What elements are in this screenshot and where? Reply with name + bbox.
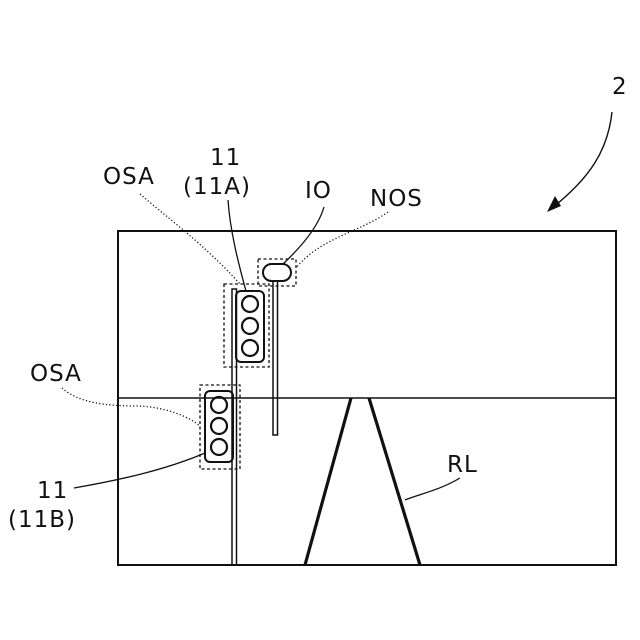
label-11b-sub: (11B) [8,507,76,533]
traffic-light-11b-lamp-bottom [211,439,227,455]
figure-pointer-line [552,112,612,208]
label-11b-number: 11 [37,478,68,504]
io-pole [273,281,278,435]
traffic-light-11a-lamp-bottom [242,340,258,356]
leader-rl [405,478,460,500]
traffic-light-11a-lamp-top [242,296,258,312]
leader-osa-upper [140,194,240,284]
traffic-light-11b-lamp-top [211,397,227,413]
traffic-light-11a-lamp-middle [242,318,258,334]
label-osa-lower: OSA [30,361,82,387]
label-osa-upper: OSA [103,164,155,190]
traffic-light-11b-housing [205,391,233,462]
label-rl: RL [447,452,478,478]
leader-io [283,207,324,264]
figure-number: 2 [612,74,628,100]
label-io: IO [305,178,332,204]
road-lane-left [305,398,351,565]
io-lamp [263,264,291,281]
traffic-light-11b-lamp-middle [211,418,227,434]
label-11a-number: 11 [210,145,241,171]
label-11a-sub: (11A) [183,174,251,200]
leader-nos [296,212,388,268]
road-lane-right [369,398,420,565]
leader-osa-lower [62,388,200,426]
leader-11a [228,200,246,291]
label-nos: NOS [370,186,423,212]
traffic-light-11a-housing [236,291,264,362]
figure-pointer-arrowhead [547,196,561,212]
leader-11b [74,453,205,488]
